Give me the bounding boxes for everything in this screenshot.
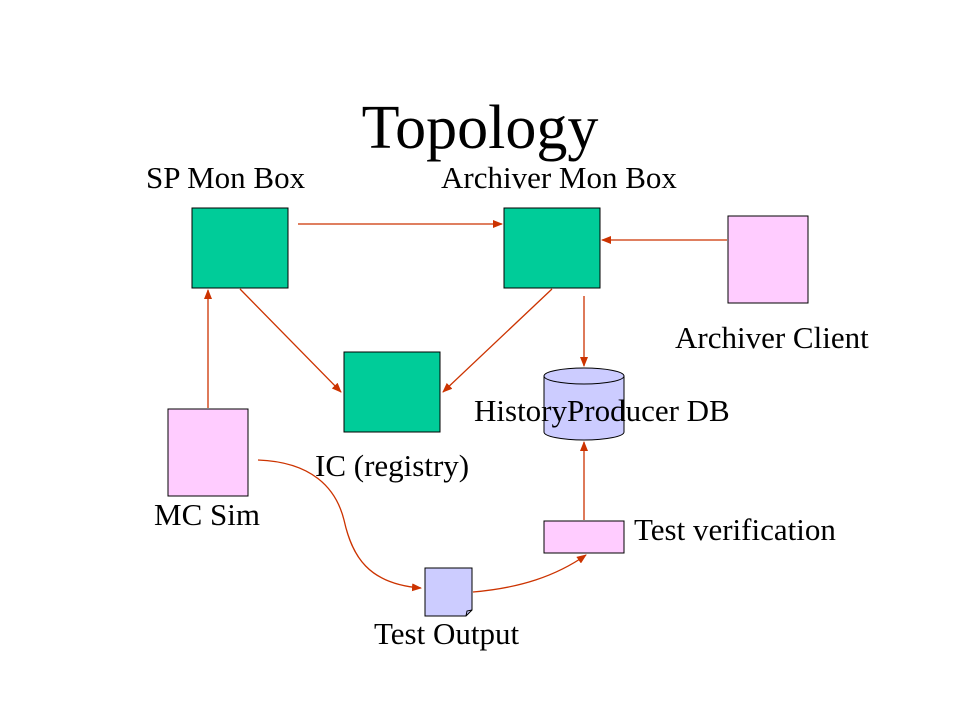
mc-sim-label: MC Sim bbox=[154, 497, 260, 532]
arrow-test-output-to-verification bbox=[472, 554, 587, 593]
archiver-client-box bbox=[727, 215, 809, 304]
archiver-client-label: Archiver Client bbox=[675, 320, 869, 355]
arrow-mcsim-to-test-output bbox=[257, 459, 422, 592]
mc-sim-box bbox=[167, 408, 249, 497]
sp-mon-box-label: SP Mon Box bbox=[146, 160, 306, 195]
test-verification-box bbox=[543, 520, 625, 554]
page-title: Topology bbox=[361, 94, 599, 162]
arrow-archiver-to-ic bbox=[442, 288, 553, 393]
history-db-label: HistoryProducer DB bbox=[474, 393, 730, 428]
sp-mon-box bbox=[191, 207, 289, 289]
test-output-document bbox=[424, 567, 473, 617]
test-verification-label: Test verification bbox=[634, 512, 836, 547]
ic-registry-box bbox=[343, 351, 441, 433]
archiver-mon-box-label: Archiver Mon Box bbox=[441, 160, 677, 195]
archiver-mon-box bbox=[503, 207, 601, 289]
test-output-document-fold bbox=[465, 609, 473, 617]
ic-registry-label: IC (registry) bbox=[315, 448, 470, 483]
arrow-sp-to-ic bbox=[239, 288, 342, 393]
history-db-cylinder bbox=[543, 367, 625, 441]
test-output-label: Test Output bbox=[374, 616, 520, 651]
